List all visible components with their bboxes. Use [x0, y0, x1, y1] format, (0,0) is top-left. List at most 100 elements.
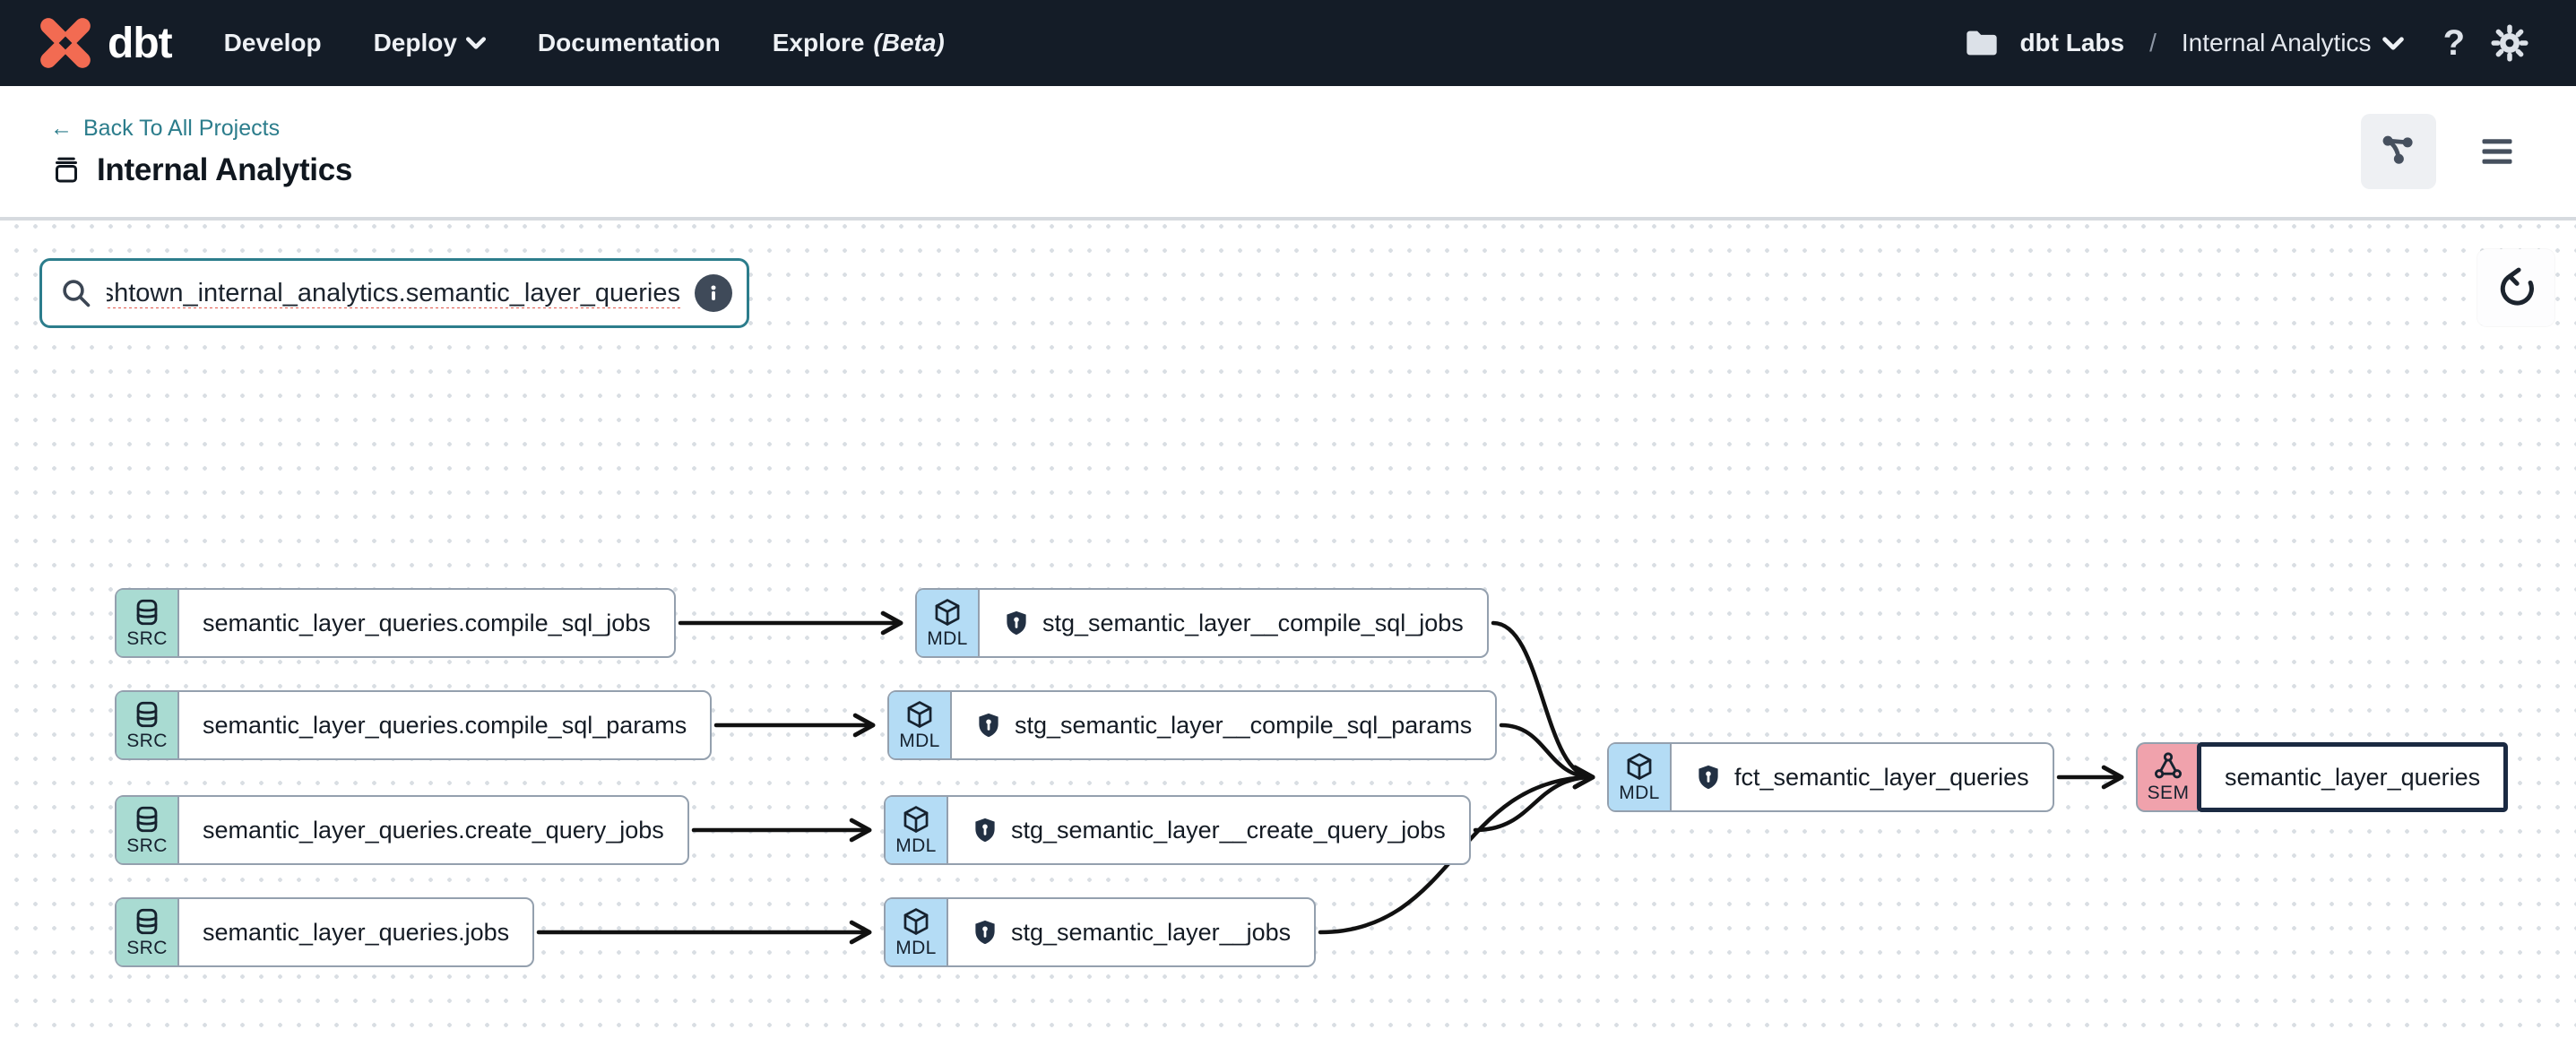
page-title: Internal Analytics: [97, 151, 353, 187]
node-body: semantic_layer_queries.jobs: [179, 899, 532, 965]
node-type-badge: MDL: [1609, 744, 1672, 810]
lineage-node[interactable]: MDL stg_semantic_layer__compile_sql_jobs: [915, 588, 1489, 658]
node-label: semantic_layer_queries.create_query_jobs: [203, 816, 664, 844]
contract-shield-icon: [1699, 765, 1718, 790]
node-type-badge: MDL: [886, 797, 948, 863]
search-box[interactable]: odel.fishtown_internal_analytics.semanti…: [39, 258, 749, 328]
lineage-node[interactable]: SRC semantic_layer_queries.compile_sql_j…: [115, 588, 676, 658]
lineage-node[interactable]: MDL stg_semantic_layer__compile_sql_para…: [887, 690, 1498, 760]
lineage-node[interactable]: SRC semantic_layer_queries.jobs: [115, 897, 535, 967]
chevron-down-icon: [2382, 36, 2404, 50]
lineage-node[interactable]: MDL stg_semantic_layer__jobs: [884, 897, 1317, 967]
lineage-canvas[interactable]: SRC semantic_layer_queries.compile_sql_j…: [0, 221, 2576, 1047]
database-icon: [136, 908, 158, 934]
folder-icon: [1967, 30, 1998, 56]
node-body: semantic_layer_queries.compile_sql_jobs: [179, 590, 674, 656]
lineage-node[interactable]: SEM semantic_layer_queries: [2136, 742, 2509, 812]
database-icon: [136, 701, 158, 727]
node-type-label: SRC: [126, 937, 168, 958]
back-to-projects-link[interactable]: ← Back To All Projects: [50, 115, 281, 141]
lineage-node[interactable]: SRC semantic_layer_queries.create_query_…: [115, 795, 689, 865]
info-glyph: [711, 285, 716, 301]
nav-develop[interactable]: Develop: [223, 29, 322, 56]
contract-shield-icon: [975, 818, 995, 843]
gear-icon[interactable]: [2490, 23, 2529, 63]
chevron-down-icon: [465, 37, 486, 49]
cube-icon: [903, 805, 929, 833]
node-label: fct_semantic_layer_queries: [1734, 763, 2029, 791]
reset-view-button[interactable]: [2477, 249, 2554, 326]
explore-beta-tag: (Beta): [873, 29, 945, 56]
node-body: fct_semantic_layer_queries: [1672, 744, 2053, 810]
lineage-node[interactable]: MDL stg_semantic_layer__create_query_job…: [884, 795, 1471, 865]
search-icon: [63, 280, 91, 307]
lineage-icon: [2382, 135, 2413, 164]
node-label: stg_semantic_layer__jobs: [1011, 918, 1292, 946]
node-type-badge: SEM: [2136, 742, 2199, 812]
node-type-badge: MDL: [917, 590, 980, 656]
logo-text: dbt: [108, 19, 173, 67]
account-name: dbt Labs: [2019, 29, 2125, 56]
search-input[interactable]: odel.fishtown_internal_analytics.semanti…: [107, 278, 680, 307]
node-label: stg_semantic_layer__compile_sql_jobs: [1042, 609, 1464, 636]
dbt-logo-icon: [40, 18, 91, 68]
node-body: stg_semantic_layer__jobs: [948, 899, 1314, 965]
help-icon[interactable]: ?: [2442, 23, 2465, 63]
contract-shield-icon: [979, 713, 998, 738]
node-type-label: MDL: [927, 627, 968, 649]
project-icon: [56, 157, 77, 182]
node-body: stg_semantic_layer__create_query_jobs: [948, 797, 1469, 863]
top-navbar: dbt Develop Deploy Documentation Explore…: [0, 0, 2576, 86]
dbt-logo[interactable]: dbt: [36, 13, 173, 73]
node-type-label: MDL: [895, 937, 937, 958]
node-type-badge: SRC: [117, 797, 179, 863]
lineage-edge: [1473, 765, 1595, 833]
node-type-badge: SRC: [117, 590, 179, 656]
node-type-badge: SRC: [117, 692, 179, 758]
node-type-label: MDL: [895, 835, 937, 856]
node-type-badge: SRC: [117, 899, 179, 965]
node-type-label: SRC: [126, 627, 168, 649]
node-label: semantic_layer_queries: [2225, 763, 2481, 791]
cube-icon: [903, 907, 929, 935]
info-icon[interactable]: [695, 274, 732, 312]
node-type-label: SRC: [126, 835, 168, 856]
node-type-label: SRC: [126, 730, 168, 751]
node-type-label: MDL: [1619, 782, 1660, 803]
cube-icon: [1627, 752, 1652, 780]
list-view-button[interactable]: [2459, 114, 2535, 189]
lineage-node[interactable]: SRC semantic_layer_queries.compile_sql_p…: [115, 690, 713, 760]
nav-deploy[interactable]: Deploy: [374, 29, 486, 57]
hamburger-icon: [2482, 139, 2512, 164]
lineage-node[interactable]: MDL fct_semantic_layer_queries: [1607, 742, 2054, 812]
project-selector[interactable]: Internal Analytics: [2182, 29, 2404, 57]
node-type-badge: MDL: [889, 692, 952, 758]
node-body: stg_semantic_layer__compile_sql_params: [952, 692, 1495, 758]
node-body: semantic_layer_queries.compile_sql_param…: [179, 692, 710, 758]
contract-shield-icon: [1007, 610, 1026, 636]
node-label: stg_semantic_layer__compile_sql_params: [1015, 711, 1473, 739]
node-body: semantic_layer_queries.create_query_jobs: [179, 797, 687, 863]
page-header: ← Back To All Projects Internal Analytic…: [0, 86, 2576, 217]
lineage-view-button[interactable]: [2361, 114, 2436, 189]
cube-icon: [907, 700, 932, 728]
node-body: semantic_layer_queries: [2197, 742, 2509, 812]
lineage-edge: [1491, 620, 1595, 790]
node-label: semantic_layer_queries.compile_sql_param…: [203, 711, 687, 739]
node-label: semantic_layer_queries.jobs: [203, 918, 510, 946]
header-divider: [0, 217, 2576, 221]
reset-icon: [2500, 267, 2534, 306]
node-label: stg_semantic_layer__create_query_jobs: [1011, 816, 1446, 844]
database-icon: [136, 806, 158, 832]
node-body: stg_semantic_layer__compile_sql_jobs: [980, 590, 1487, 656]
semantic-model-icon: [2154, 751, 2183, 778]
node-type-label: MDL: [899, 730, 940, 751]
node-label: semantic_layer_queries.compile_sql_jobs: [203, 609, 651, 636]
node-type-label: SEM: [2147, 782, 2190, 803]
nav-documentation[interactable]: Documentation: [537, 29, 721, 56]
breadcrumb-separator: /: [2149, 29, 2157, 56]
contract-shield-icon: [975, 920, 995, 945]
nav-explore[interactable]: Explore (Beta): [772, 29, 945, 56]
cube-icon: [935, 598, 960, 626]
lineage-edge: [1499, 723, 1595, 790]
